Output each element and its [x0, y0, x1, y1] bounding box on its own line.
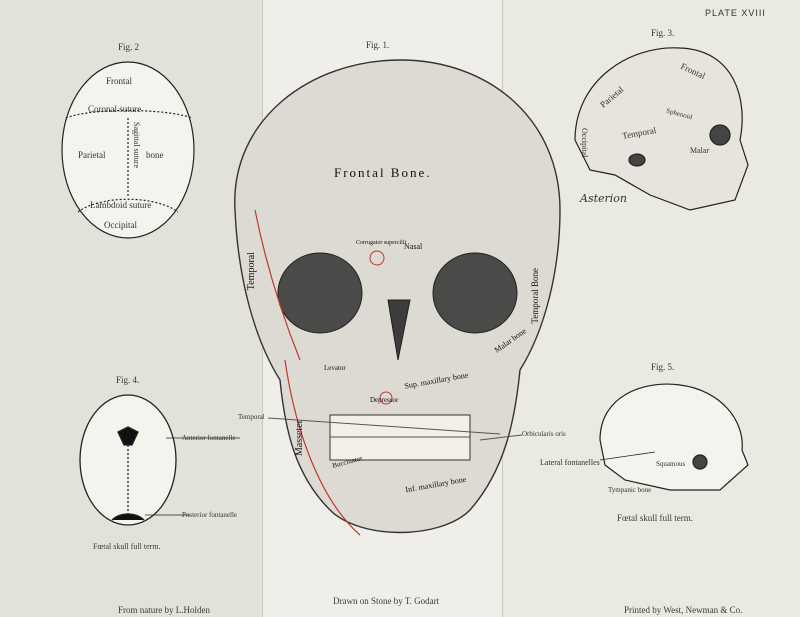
- fig1-label-nasal: Nasal: [404, 242, 423, 251]
- fig1-label-frontal-bone: Frontal Bone.: [334, 165, 432, 180]
- fig1-label-levator: Levator: [324, 364, 346, 372]
- fig3-label-malar: Malar: [690, 146, 710, 155]
- fig1-label-depressor: Depressor: [370, 396, 399, 404]
- fig3-label-asterion: Asterion: [580, 192, 628, 205]
- fig2-title: Fig. 2: [118, 42, 140, 52]
- fig5-label-squamous: Squamous: [656, 460, 686, 468]
- fig1-label-temporal-muscle: Temporal: [238, 413, 265, 421]
- fig1-label-orbicularis: Orbicularis oris: [522, 430, 566, 438]
- credit-center: Drawn on Stone by T. Godart: [333, 596, 440, 606]
- fig3-title: Fig. 3.: [651, 28, 675, 38]
- fig4-title: Fig. 4.: [116, 375, 140, 385]
- fig2-label-parietal: Parietal: [78, 150, 106, 160]
- fig4-label-posterior: Posterior fontanelle: [182, 511, 238, 519]
- fig3-skull-lateral: [574, 47, 749, 211]
- fig2-label-bone: bone: [146, 150, 164, 160]
- fig5-label-lateral-fontanelles: Lateral fontanelles: [540, 458, 600, 467]
- fig2-label-lambdoid: Lambdoid suture: [90, 200, 152, 210]
- fig1-label-temporal-bone: Temporal Bone: [530, 268, 540, 324]
- fig5-label-tympanic: Tympanic bone: [608, 486, 652, 494]
- fig4-label-anterior: Anterior fontanelle: [182, 434, 236, 442]
- fig5-caption: Fœtal skull full term.: [617, 513, 693, 523]
- credit-right: Printed by West, Newman & Co.: [624, 605, 743, 615]
- fig1-label-temporal-left: Temporal: [246, 252, 257, 291]
- fig4-caption: Fœtal skull full term.: [93, 542, 161, 551]
- fig5-title: Fig. 5.: [651, 362, 675, 372]
- fig2-label-coronal: Coronal suture: [88, 104, 142, 114]
- plate-number: PLATE XVIII: [705, 8, 766, 18]
- fig2-skull-top-view: [61, 61, 195, 239]
- fig5-fetal-skull-lateral: [599, 383, 749, 491]
- fig1-title: Fig. 1.: [366, 40, 390, 50]
- fig1-label-masseter: Masseter: [294, 420, 305, 457]
- fig1-skull-front: [234, 59, 561, 536]
- fig1-label-corrugator: Corrugator supercilii: [356, 240, 407, 246]
- fig2-label-occipital: Occipital: [104, 220, 137, 230]
- fig3-label-occipital: Occipital: [580, 128, 589, 158]
- fig2-label-sagittal: Sagittal suture: [132, 122, 141, 168]
- fig4-fetal-skull-top: [79, 394, 240, 526]
- credit-left: From nature by L.Holden: [118, 605, 210, 615]
- fig2-label-frontal: Frontal: [106, 76, 132, 86]
